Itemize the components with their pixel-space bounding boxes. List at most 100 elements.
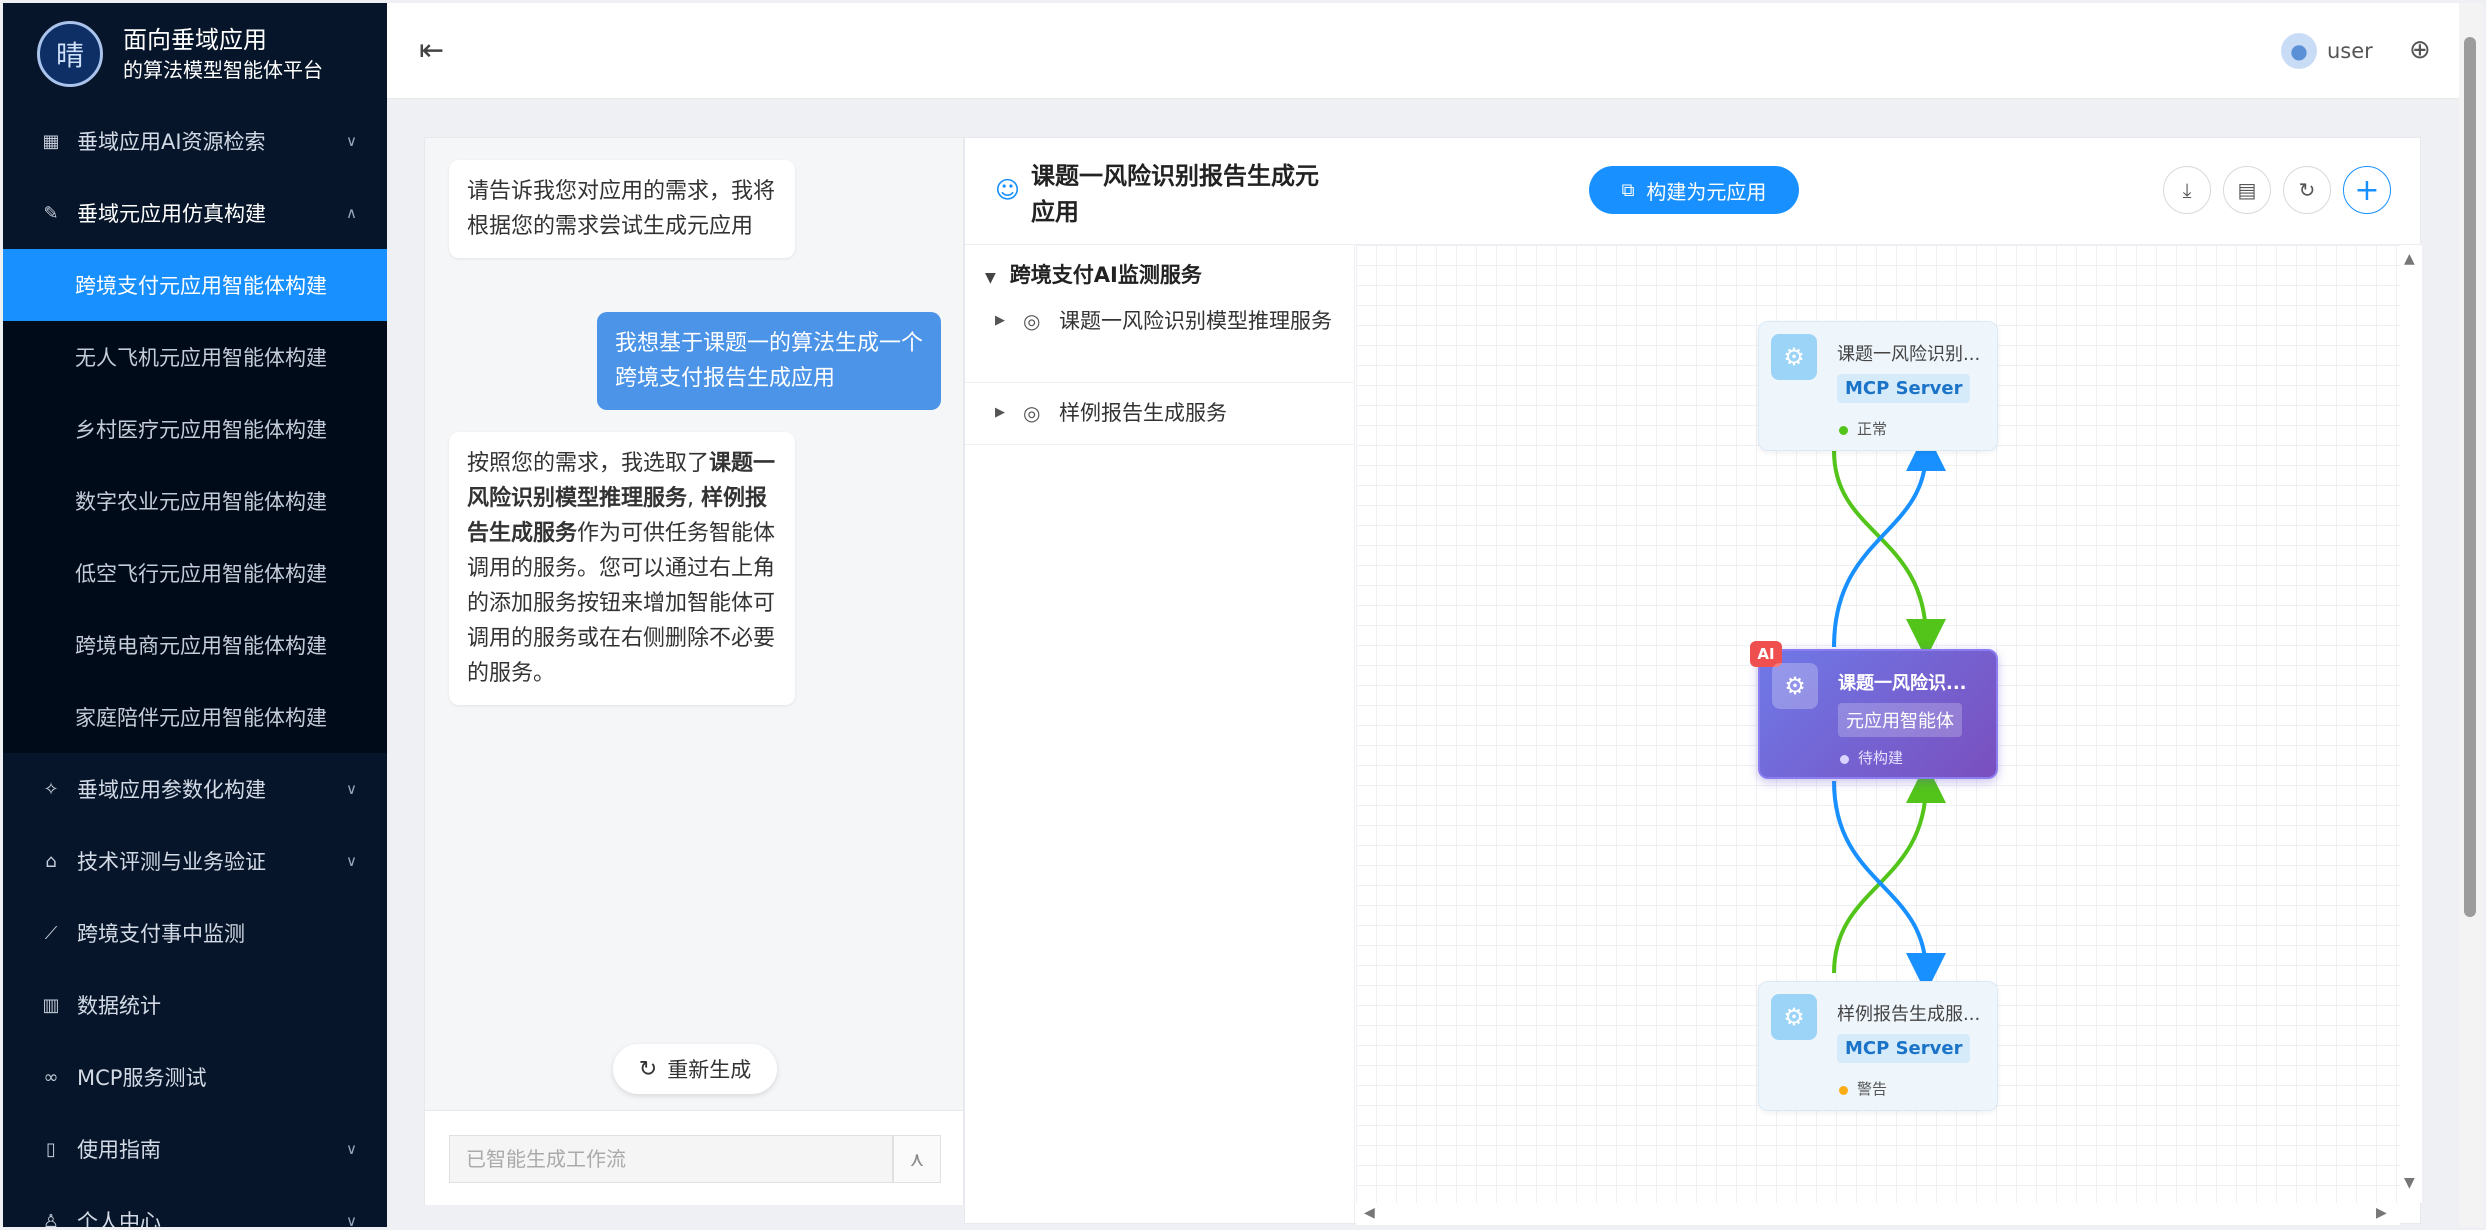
menu-mcp-test[interactable]: ∞ MCP服务测试 <box>3 1041 387 1113</box>
caret-right-icon: ▶ <box>995 313 1005 328</box>
link-icon: ∞ <box>43 1066 59 1088</box>
tree-node-report-generation[interactable]: ▶ ◎ 样例报告生成服务 <box>965 383 1355 445</box>
menu-parametric-build[interactable]: ✧ 垂域应用参数化构建 ∨ <box>3 753 387 825</box>
build-icon: ⧉ <box>1621 179 1635 201</box>
submenu-item-digital-agriculture[interactable]: 数字农业元应用智能体构建 <box>75 490 327 514</box>
divider <box>965 244 2422 245</box>
service-icon: ◎ <box>1023 309 1041 333</box>
menu-user-guide[interactable]: ▯ 使用指南 ∨ <box>3 1113 387 1185</box>
msg-text: 作为可供任务智能体调用的服务。您可以通过右上角的添加服务按钮来增加智能体可调用的… <box>467 521 776 686</box>
node-report-generation-server[interactable]: ⚙ 样例报告生成服... MCP Server 警告 <box>1758 981 1998 1111</box>
bar-chart-icon: ▥ <box>42 994 60 1016</box>
caret-down-icon: ▼ <box>985 270 996 286</box>
document-icon[interactable]: ▤ <box>2223 166 2271 214</box>
msg-service-name: 样例报告生成服务 <box>467 486 768 546</box>
build-label: 构建为元应用 <box>1646 179 1767 204</box>
submenu-item-low-altitude[interactable]: 低空飞行元应用智能体构建 <box>75 562 327 586</box>
node-status: 正常 <box>1857 420 1888 438</box>
bot-message: 按照您的需求，我选取了课题一风险识别模型推理服务, 样例报告生成服务作为可供任务… <box>449 432 795 705</box>
menu-personal-center[interactable]: ♙ 个人中心 ∨ <box>3 1185 387 1227</box>
scroll-up-icon[interactable]: ▲ <box>2404 251 2415 267</box>
tree-root[interactable]: ▼跨境支付AI监测服务 <box>985 259 1202 289</box>
node-meta-app-agent[interactable]: AI ⚙ 课题一风险识... 元应用智能体 待构建 <box>1750 641 1998 779</box>
refresh-icon[interactable]: ↻ <box>2283 166 2331 214</box>
node-risk-inference-server[interactable]: ⚙ 课题一风险识别... MCP Server 正常 <box>1758 321 1998 451</box>
platform-title-line1: 面向垂域应用 <box>123 26 267 55</box>
node-status: 待构建 <box>1858 749 1904 767</box>
logo-area: 晴 面向垂域应用 的算法模型智能体平台 <box>3 3 387 105</box>
globe-icon[interactable]: ⊕ <box>2409 35 2431 65</box>
menu-label: 垂域元应用仿真构建 <box>77 202 266 226</box>
submenu-meta-app: 跨境支付元应用智能体构建 无人飞机元应用智能体构建 乡村医疗元应用智能体构建 数… <box>3 249 387 753</box>
workflow-panel: ☺ 课题一风险识别报告生成元应用 ⧉ 构建为元应用 ⤓ ▤ ↻ + ▼跨境支付A… <box>964 137 2422 1225</box>
menu-tech-evaluation[interactable]: ⌂ 技术评测与业务验证 ∨ <box>3 825 387 897</box>
msg-text: 按照您的需求，我选取了 <box>467 451 710 476</box>
chevron-down-icon: ∨ <box>346 852 357 870</box>
chip-icon: ⚙ <box>1772 663 1818 709</box>
workflow-canvas[interactable]: ⚙ 课题一风险识别... MCP Server 正常 AI ⚙ 课题一风险识..… <box>1356 245 2400 1203</box>
node-title: 样例报告生成服... <box>1837 1004 1981 1025</box>
tree-node-label: 样例报告生成服务 <box>1059 401 1227 425</box>
regenerate-label: 重新生成 <box>667 1058 752 1082</box>
canvas-vertical-scrollbar[interactable]: ▲ ▼ <box>2400 245 2422 1203</box>
node-title: 课题一风险识别... <box>1837 344 1981 365</box>
page-scrollbar[interactable] <box>2459 3 2483 1227</box>
book-icon: ▯ <box>46 1138 56 1160</box>
chat-input[interactable]: 已智能生成工作流 <box>449 1135 893 1183</box>
menu-label: 技术评测与业务验证 <box>77 850 266 874</box>
chevron-down-icon: ∨ <box>346 1140 357 1158</box>
submenu-item-home-companion[interactable]: 家庭陪伴元应用智能体构建 <box>75 706 327 730</box>
tree-node-risk-inference[interactable]: ▶ ◎ 课题一风险识别模型推理服务 <box>965 293 1355 383</box>
node-title: 课题一风险识... <box>1838 673 1967 694</box>
line-chart-icon: ⟋ <box>44 922 58 944</box>
scroll-left-icon[interactable]: ◀ <box>1364 1205 1375 1221</box>
menu-payment-monitoring[interactable]: ⟋ 跨境支付事中监测 <box>3 897 387 969</box>
scroll-down-icon[interactable]: ▼ <box>2404 1175 2415 1191</box>
menu-label: 垂域应用参数化构建 <box>77 778 266 802</box>
menu-meta-app-simulation[interactable]: ✎ 垂域元应用仿真构建 ∧ <box>3 177 387 249</box>
regenerate-button[interactable]: ↻ 重新生成 <box>613 1044 777 1094</box>
username[interactable]: user <box>2327 39 2373 63</box>
menu-data-statistics[interactable]: ▥ 数据统计 <box>3 969 387 1041</box>
node-status: 警告 <box>1857 1080 1888 1098</box>
workflow-title: 课题一风险识别报告生成元应用 <box>1031 162 1319 226</box>
menu-label: 使用指南 <box>77 1138 161 1162</box>
robot-icon: ☺ <box>995 176 1021 204</box>
menu-fold-icon[interactable]: ⇤ <box>419 33 445 68</box>
avatar[interactable]: ● <box>2281 33 2317 69</box>
scrollbar-thumb[interactable] <box>2464 37 2476 917</box>
platform-title-line2: 的算法模型智能体平台 <box>123 57 323 82</box>
university-logo: 晴 <box>37 21 103 87</box>
refresh-icon: ↻ <box>638 1056 658 1082</box>
bot-message: 请告诉我您对应用的需求，我将根据您的需求尝试生成元应用 <box>449 160 795 258</box>
canvas-horizontal-scrollbar[interactable]: ◀ ▶ <box>1356 1203 2400 1225</box>
node-type-tag: MCP Server <box>1837 374 1971 403</box>
chevron-down-icon: ∨ <box>346 1212 357 1227</box>
menu-label: 数据统计 <box>77 994 161 1018</box>
menu-label: 跨境支付事中监测 <box>77 922 245 946</box>
chat-panel: 请告诉我您对应用的需求，我将根据您的需求尝试生成元应用 我想基于课题一的算法生成… <box>424 137 964 1205</box>
submenu-item-cross-border-ecommerce[interactable]: 跨境电商元应用智能体构建 <box>75 634 327 658</box>
submenu-item-drone[interactable]: 无人飞机元应用智能体构建 <box>75 346 327 370</box>
node-type-tag: MCP Server <box>1837 1034 1971 1063</box>
workflow-icon[interactable]: ⋏ <box>893 1135 941 1183</box>
user-message: 我想基于课题一的算法生成一个跨境支付报告生成应用 <box>597 312 941 410</box>
edit-icon: ✎ <box>43 202 59 224</box>
menu-ai-resource-search[interactable]: ▦ 垂域应用AI资源检索 ∨ <box>3 105 387 177</box>
add-service-button[interactable]: + <box>2343 166 2391 214</box>
scroll-right-icon[interactable]: ▶ <box>2376 1205 2387 1221</box>
platform-title: 面向垂域应用 的算法模型智能体平台 <box>123 24 323 83</box>
service-icon: ◎ <box>1023 401 1041 425</box>
chevron-down-icon: ∨ <box>346 132 357 150</box>
download-icon[interactable]: ⤓ <box>2163 166 2211 214</box>
pin-icon: ✧ <box>43 778 59 800</box>
grid-icon: ▦ <box>42 130 60 152</box>
menu-label: 个人中心 <box>77 1210 161 1227</box>
top-header: ⇤ ● user ⊕ <box>387 3 2459 99</box>
submenu-item-rural-medical[interactable]: 乡村医疗元应用智能体构建 <box>75 418 327 442</box>
edge-top-to-agent <box>1832 450 1946 659</box>
submenu-item-cross-border-payment[interactable]: 跨境支付元应用智能体构建 <box>3 249 387 321</box>
build-meta-app-button[interactable]: ⧉ 构建为元应用 <box>1589 166 1799 214</box>
chat-input-bar: 已智能生成工作流 ⋏ <box>425 1110 963 1205</box>
caret-right-icon: ▶ <box>995 405 1005 420</box>
